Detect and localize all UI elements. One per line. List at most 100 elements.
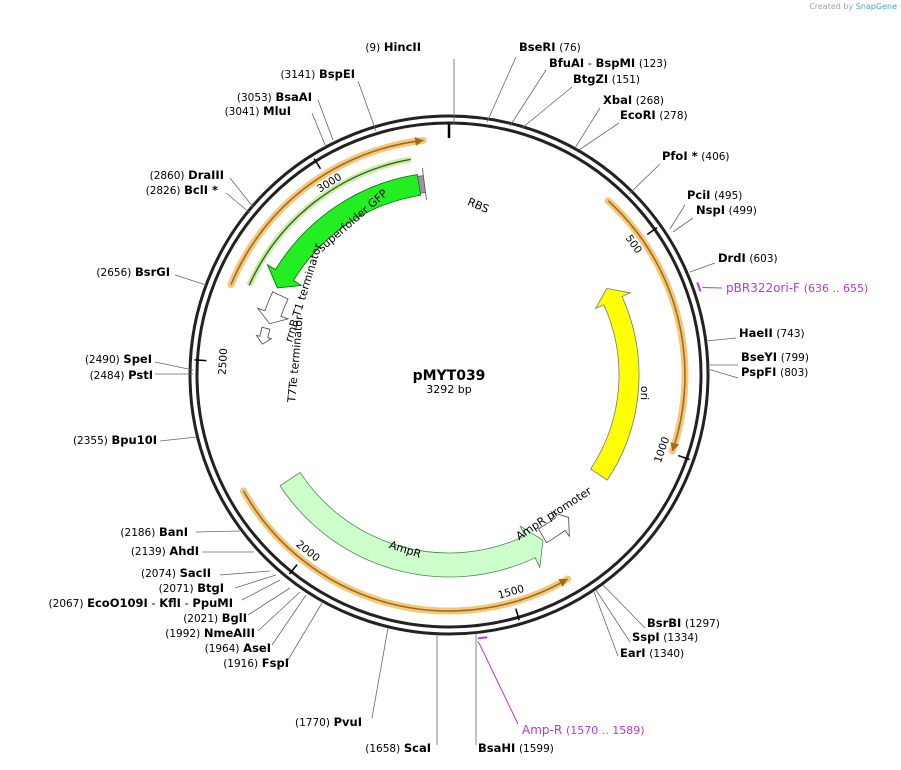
site-label-15: EarI (1340): [620, 646, 684, 660]
site-leader-15: [593, 591, 619, 657]
site-position: (2826): [146, 185, 181, 197]
site-position: (3053): [237, 92, 272, 104]
site-name: BsaHI: [478, 741, 515, 755]
site-label-13: BsrBI (1297): [647, 616, 720, 630]
site-leader-6: [628, 163, 661, 195]
site-label-10: HaeII (743): [739, 326, 805, 340]
primer-pbr322ori-f-mark: [696, 282, 702, 292]
site-leader-21: [257, 591, 301, 632]
rrnb-terminator-feature: [256, 291, 290, 325]
site-separator: -: [148, 596, 159, 610]
site-position: (151): [612, 74, 640, 86]
ori-feature: [590, 287, 640, 481]
site-name: BsaAI: [275, 90, 312, 104]
site-name: NspI: [696, 203, 725, 217]
site-label-11: BseYI (799): [741, 350, 809, 364]
site-name: AseI: [243, 641, 271, 655]
site-leader-28: [159, 436, 198, 442]
site-label-3: BtgZI (151): [573, 72, 640, 86]
tick-mark-500: [646, 226, 658, 236]
primer-label-1: Amp-R (1570 .. 1589): [522, 723, 645, 737]
site-leader-4: [574, 107, 601, 149]
site-position: (2186): [120, 527, 155, 539]
site-label-19: (1916) FspI: [223, 656, 289, 670]
site-name: PvuI: [334, 715, 362, 729]
site-position: (799): [781, 352, 809, 364]
site-name: BspEI: [319, 67, 355, 81]
primer-name: pBR322ori-F: [726, 281, 800, 295]
tick-mark-1500: [515, 608, 520, 621]
site-name: KflI: [159, 596, 181, 610]
site-position: (2071): [159, 583, 194, 595]
t7te-terminator-feature: [255, 326, 273, 345]
site-name: SpeI: [123, 352, 152, 366]
site-position: (1992): [165, 628, 200, 640]
credit-prefix: Created by: [809, 2, 854, 11]
site-leader-30: [154, 361, 194, 371]
tick-mark-2500: [194, 359, 207, 362]
site-leader-31: [174, 274, 207, 286]
site-label-27: (2186) BanI: [120, 525, 188, 539]
primer-pbr322ori-f-leader: [702, 286, 723, 289]
site-label-17: (1658) ScaI: [365, 741, 431, 755]
site-separator: -: [181, 596, 192, 610]
site-leader-14: [595, 589, 631, 643]
site-leader-24: [234, 574, 277, 589]
tick-label-2500: 2500: [217, 348, 231, 375]
site-position: (76): [559, 42, 581, 54]
site-position: (406): [701, 151, 729, 163]
site-label-5: EcoRI (278): [620, 108, 688, 122]
site-leader-3: [521, 86, 573, 129]
site-position: (495): [714, 190, 742, 202]
site-position: (1964): [205, 643, 240, 655]
plasmid-name: pMYT039: [413, 368, 486, 384]
tick-mark-3000: [313, 158, 322, 170]
site-label-22: (2021) BglI: [183, 611, 247, 625]
site-label-7: PciI (495): [687, 188, 742, 202]
site-leader-18: [371, 627, 389, 719]
site-name: EcoRI: [620, 108, 656, 122]
site-label-1: BseRI (76): [519, 40, 581, 54]
site-leader-25: [219, 570, 271, 576]
site-position: (268): [636, 95, 664, 107]
site-position: (2860): [150, 170, 185, 182]
site-position: (278): [659, 110, 687, 122]
primer-range: (636 .. 655): [804, 282, 869, 295]
site-position: (1916): [223, 658, 258, 670]
site-name: MluI: [263, 104, 291, 118]
site-name: DraIII: [188, 168, 224, 182]
site-position: (803): [780, 367, 808, 379]
site-label-28: (2355) Bpu10I: [73, 433, 157, 447]
site-position: (2355): [73, 435, 108, 447]
site-name: BsrGI: [135, 265, 170, 279]
site-leader-22: [247, 587, 291, 616]
site-name: BglI: [222, 611, 247, 625]
orf-ori-side-line: [607, 200, 686, 452]
site-label-29: (2484) PstI: [90, 368, 153, 382]
site-label-0: (9) HincII: [365, 40, 421, 54]
site-position: (603): [749, 253, 777, 265]
site-leader-9: [689, 262, 716, 273]
snapgene-credit: Created by SnapGene: [809, 2, 897, 11]
site-leader-13: [602, 584, 646, 629]
site-leader-19: [287, 602, 323, 661]
site-name: BseRI: [519, 40, 556, 54]
site-position: (2484): [90, 370, 125, 382]
site-label-14: SspI (1334): [632, 630, 698, 644]
snapgene-brand: SnapGene: [855, 2, 897, 11]
tick-mark-2000: [288, 564, 298, 575]
site-position: (1297): [685, 618, 720, 630]
site-label-31: (2656) BsrGI: [96, 265, 170, 279]
site-label-32: (2826) BclI *: [146, 183, 218, 197]
site-leader-34: [311, 112, 327, 148]
tick-mark-1000: [678, 454, 690, 461]
superfolder-gfp-feature: [266, 174, 422, 289]
orf-gfp-outer-tip: [414, 136, 424, 146]
site-name: AhdI: [169, 544, 199, 558]
site-name: HincII: [384, 40, 421, 54]
site-leader-35: [317, 99, 334, 141]
site-name: FspI: [262, 656, 289, 670]
site-position: (1658): [365, 743, 400, 755]
orf-gfp-inner-line: [248, 158, 411, 286]
orf-gfp-inner: [246, 156, 412, 287]
